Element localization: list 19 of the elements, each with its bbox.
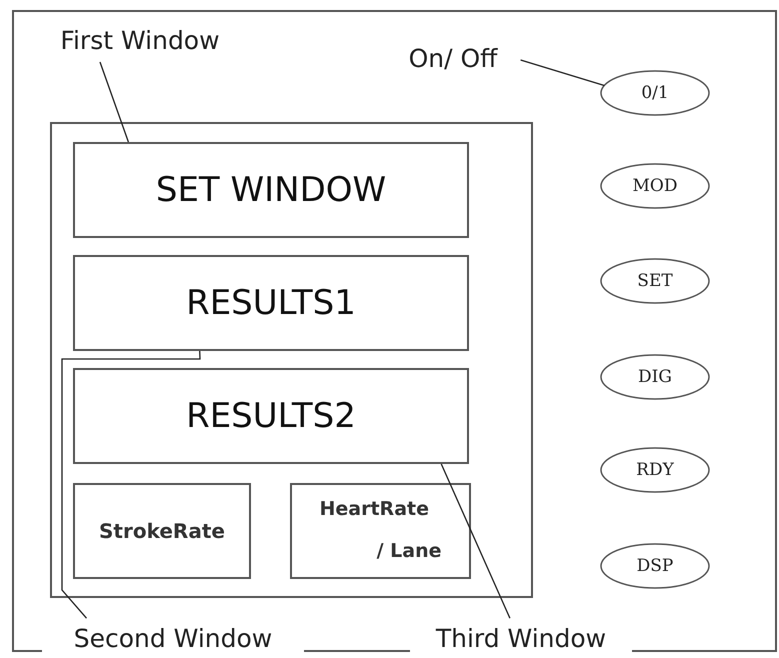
digit-button: DIG: [600, 354, 710, 400]
set-button: SET: [600, 258, 710, 304]
ready-button: RDY: [600, 447, 710, 493]
leader-line: [99, 62, 130, 142]
display-window: StrokeRate: [73, 483, 251, 579]
switch-label: On/ Off: [388, 38, 518, 78]
window-label: First Window: [40, 20, 240, 60]
display-screen: [50, 122, 533, 598]
leader-line: [440, 464, 510, 618]
display-window: RESULTS1: [73, 255, 469, 351]
display-window: RESULTS2: [73, 368, 469, 464]
display-window: SET WINDOW: [73, 142, 469, 238]
leader-line: [520, 59, 604, 86]
device-frame: [12, 10, 777, 652]
leader-line: [61, 350, 201, 619]
mode-button: MOD: [600, 163, 710, 209]
display-window: HeartRate / Lane: [290, 483, 471, 579]
display-button: DSP: [600, 543, 710, 589]
power-button: 0/1: [600, 70, 710, 116]
